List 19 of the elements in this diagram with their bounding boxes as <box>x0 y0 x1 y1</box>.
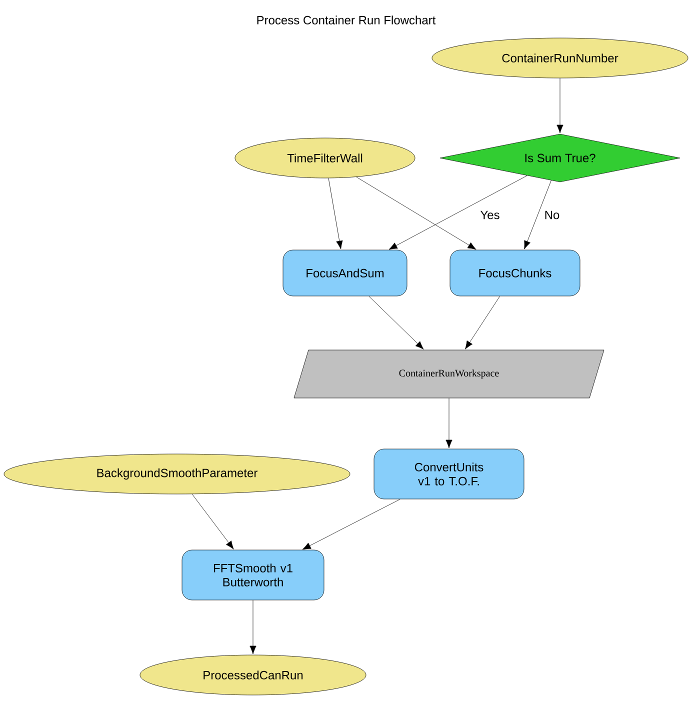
arrow <box>465 296 500 350</box>
arrow <box>368 296 424 350</box>
process-box: FocusChunks <box>450 250 580 296</box>
process-box: FocusAndSum <box>282 250 408 296</box>
arrow <box>328 178 343 250</box>
arrow <box>446 398 452 448</box>
arrow <box>524 180 552 250</box>
edge-label: Yes <box>479 210 501 220</box>
arrow <box>356 176 476 250</box>
arrow <box>250 600 256 654</box>
workspace-parallelogram: ContainerRunWorkspace <box>294 350 604 398</box>
arrow <box>192 494 234 550</box>
process-box: ConvertUnits v1 to T.O.F. <box>374 448 524 500</box>
title: Process Container Run Flowchart <box>257 16 436 24</box>
arrow <box>556 78 564 134</box>
arrow <box>302 499 400 550</box>
edge-label: No <box>543 210 561 220</box>
arrow <box>388 175 528 250</box>
process-box: FFTSmooth v1 Butterworth <box>182 550 324 600</box>
